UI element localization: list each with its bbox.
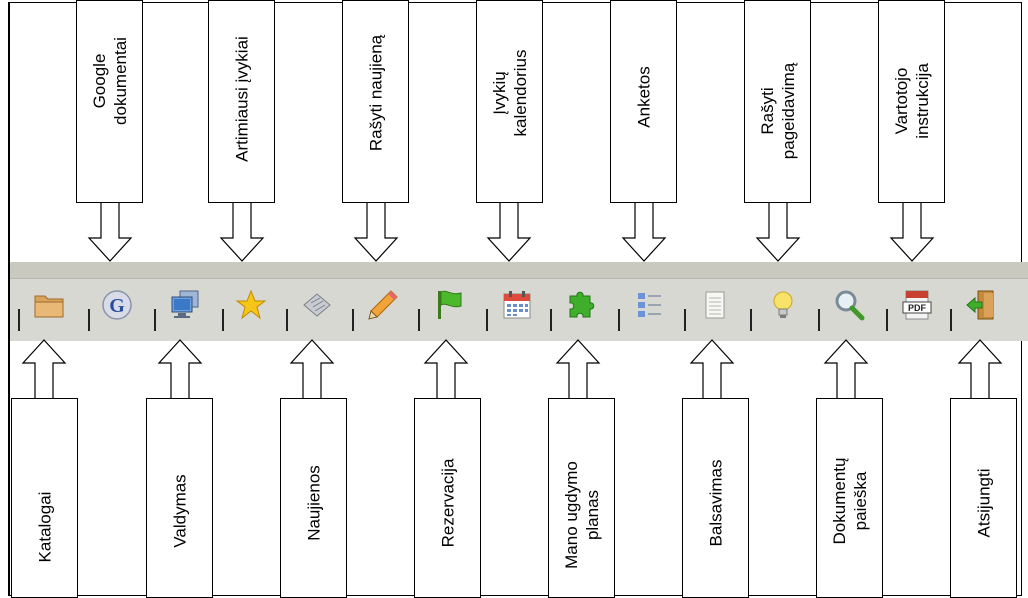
label-my-education-plan: Mano ugdymo planas <box>548 398 615 598</box>
label-log-out: Atsijungti <box>950 398 1017 598</box>
arrow-down <box>755 203 801 262</box>
toolbar-separator <box>550 309 552 331</box>
label-news: Naujienos <box>280 398 347 598</box>
arrow-down <box>353 203 399 262</box>
toolbar-separator <box>418 309 420 331</box>
arrow-down <box>219 203 265 262</box>
label-surveys: Anketos <box>610 0 677 203</box>
lightbulb-icon[interactable] <box>766 288 800 322</box>
calendar-icon[interactable] <box>500 288 534 322</box>
arrow-up <box>21 339 67 399</box>
folder-icon[interactable] <box>32 288 66 322</box>
puzzle-icon[interactable] <box>564 288 598 322</box>
toolbar-separator <box>352 309 354 331</box>
arrow-down <box>87 203 133 262</box>
newspaper-icon[interactable] <box>300 288 334 322</box>
toolbar-separator <box>684 309 686 331</box>
arrow-up <box>689 339 735 399</box>
flag-icon[interactable] <box>432 288 466 322</box>
pencil-icon[interactable] <box>366 288 400 322</box>
magnifier-icon[interactable] <box>832 288 866 322</box>
label-voting: Balsavimas <box>682 398 749 598</box>
toolbar-separator <box>750 309 752 331</box>
label-google-documents: Google dokumentai <box>76 0 143 203</box>
arrow-up <box>289 339 335 399</box>
label-user-manual: Vartotojo instrukcija <box>878 0 945 203</box>
arrow-down <box>621 203 667 262</box>
star-icon[interactable] <box>234 288 268 322</box>
toolbar-separator <box>154 309 156 331</box>
notepad-icon[interactable] <box>698 288 732 322</box>
toolbar-separator <box>88 309 90 331</box>
svg-text:G: G <box>109 295 125 317</box>
exit-door-icon[interactable] <box>964 288 998 322</box>
svg-text:PDF: PDF <box>908 303 927 313</box>
label-write-news: Rašyti naujieną <box>342 0 409 203</box>
google-icon[interactable]: G <box>100 288 134 322</box>
toolbar: G <box>10 262 1028 341</box>
toolbar-separator <box>818 309 820 331</box>
label-document-search: Dokumentų paieška <box>816 398 883 598</box>
toolbar-separator <box>18 309 20 331</box>
label-catalogs: Katalogai <box>11 398 78 598</box>
label-nearest-events: Artimiausi įvykiai <box>208 0 275 203</box>
toolbar-separator <box>886 309 888 331</box>
arrow-up <box>555 339 601 399</box>
toolbar-separator <box>486 309 488 331</box>
pdf-icon[interactable]: PDF <box>900 288 934 322</box>
arrow-down <box>889 203 935 262</box>
arrow-up <box>957 339 1003 399</box>
toolbar-top-strip <box>10 262 1028 278</box>
toolbar-separator <box>286 309 288 331</box>
arrow-up <box>823 339 869 399</box>
toolbar-separator <box>950 309 952 331</box>
arrow-up <box>157 339 203 399</box>
arrow-down <box>486 203 532 262</box>
label-management: Valdymas <box>146 398 213 598</box>
arrow-up <box>423 339 469 399</box>
toolbar-separator <box>618 309 620 331</box>
label-reservation: Rezervacija <box>414 398 481 598</box>
toolbar-separator <box>222 309 224 331</box>
survey-list-icon[interactable] <box>632 288 666 322</box>
monitor-icon[interactable] <box>168 288 202 322</box>
label-event-calendar: Įvykių kalendorius <box>476 0 543 203</box>
label-write-request: Rašyti pageidavimą <box>744 0 811 203</box>
